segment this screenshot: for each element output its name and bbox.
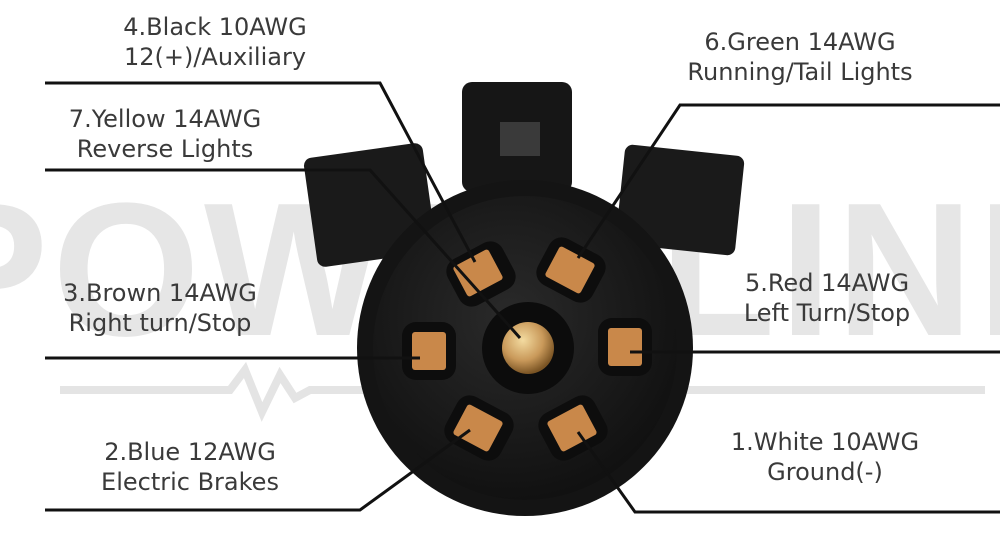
pin-label-5-line1: 5.Red 14AWG — [744, 269, 910, 297]
contact-6 — [536, 237, 606, 303]
leader-line-6 — [576, 103, 1000, 259]
leader-line-4 — [45, 81, 477, 263]
contact-4 — [446, 241, 516, 307]
pin-label-6: 6.Green 14AWG Running/Tail Lights — [670, 27, 930, 87]
pin-label-6-line2: Running/Tail Lights — [687, 58, 913, 86]
plug-label-patch — [500, 122, 540, 156]
pin-label-5-line2: Left Turn/Stop — [743, 299, 911, 327]
pin-label-1-line2: Ground(-) — [767, 458, 883, 486]
pin-label-7-line1: 7.Yellow 14AWG — [68, 105, 262, 133]
pin-label-4: 4.Black 10AWG 12(+)/Auxiliary — [95, 12, 335, 72]
pin-label-7-line2: Reverse Lights — [76, 135, 254, 163]
center-pin — [502, 322, 554, 374]
leader-line-2 — [45, 428, 471, 512]
pin-label-4-line1: 4.Black 10AWG — [123, 13, 307, 41]
pin-label-7: 7.Yellow 14AWG Reverse Lights — [40, 104, 290, 164]
plug-side-tab-right — [615, 144, 745, 256]
pin-label-4-line2: 12(+)/Auxiliary — [123, 43, 307, 71]
pin-label-3: 3.Brown 14AWG Right turn/Stop — [35, 278, 285, 338]
pin-label-5: 5.Red 14AWG Left Turn/Stop — [712, 268, 942, 328]
contact-2 — [444, 395, 514, 461]
pin-label-2-line1: 2.Blue 12AWG — [104, 438, 276, 466]
pin-label-3-line2: Right turn/Stop — [68, 309, 252, 337]
contact-5 — [598, 318, 652, 376]
pin-label-1-line1: 1.White 10AWG — [730, 428, 920, 456]
pin-label-1: 1.White 10AWG Ground(-) — [700, 427, 950, 487]
pin-label-3-line1: 3.Brown 14AWG — [63, 279, 257, 307]
leader-line-1 — [576, 431, 1000, 514]
pin-label-2-line2: Electric Brakes — [101, 468, 279, 496]
contact-3 — [402, 322, 456, 380]
contact-1 — [538, 395, 608, 461]
pin-label-6-line1: 6.Green 14AWG — [704, 28, 896, 56]
watermark-pulse-line — [60, 361, 985, 422]
leader-line-7 — [45, 168, 522, 339]
trailer-plug — [303, 82, 745, 516]
pin-label-2: 2.Blue 12AWG Electric Brakes — [75, 437, 305, 497]
